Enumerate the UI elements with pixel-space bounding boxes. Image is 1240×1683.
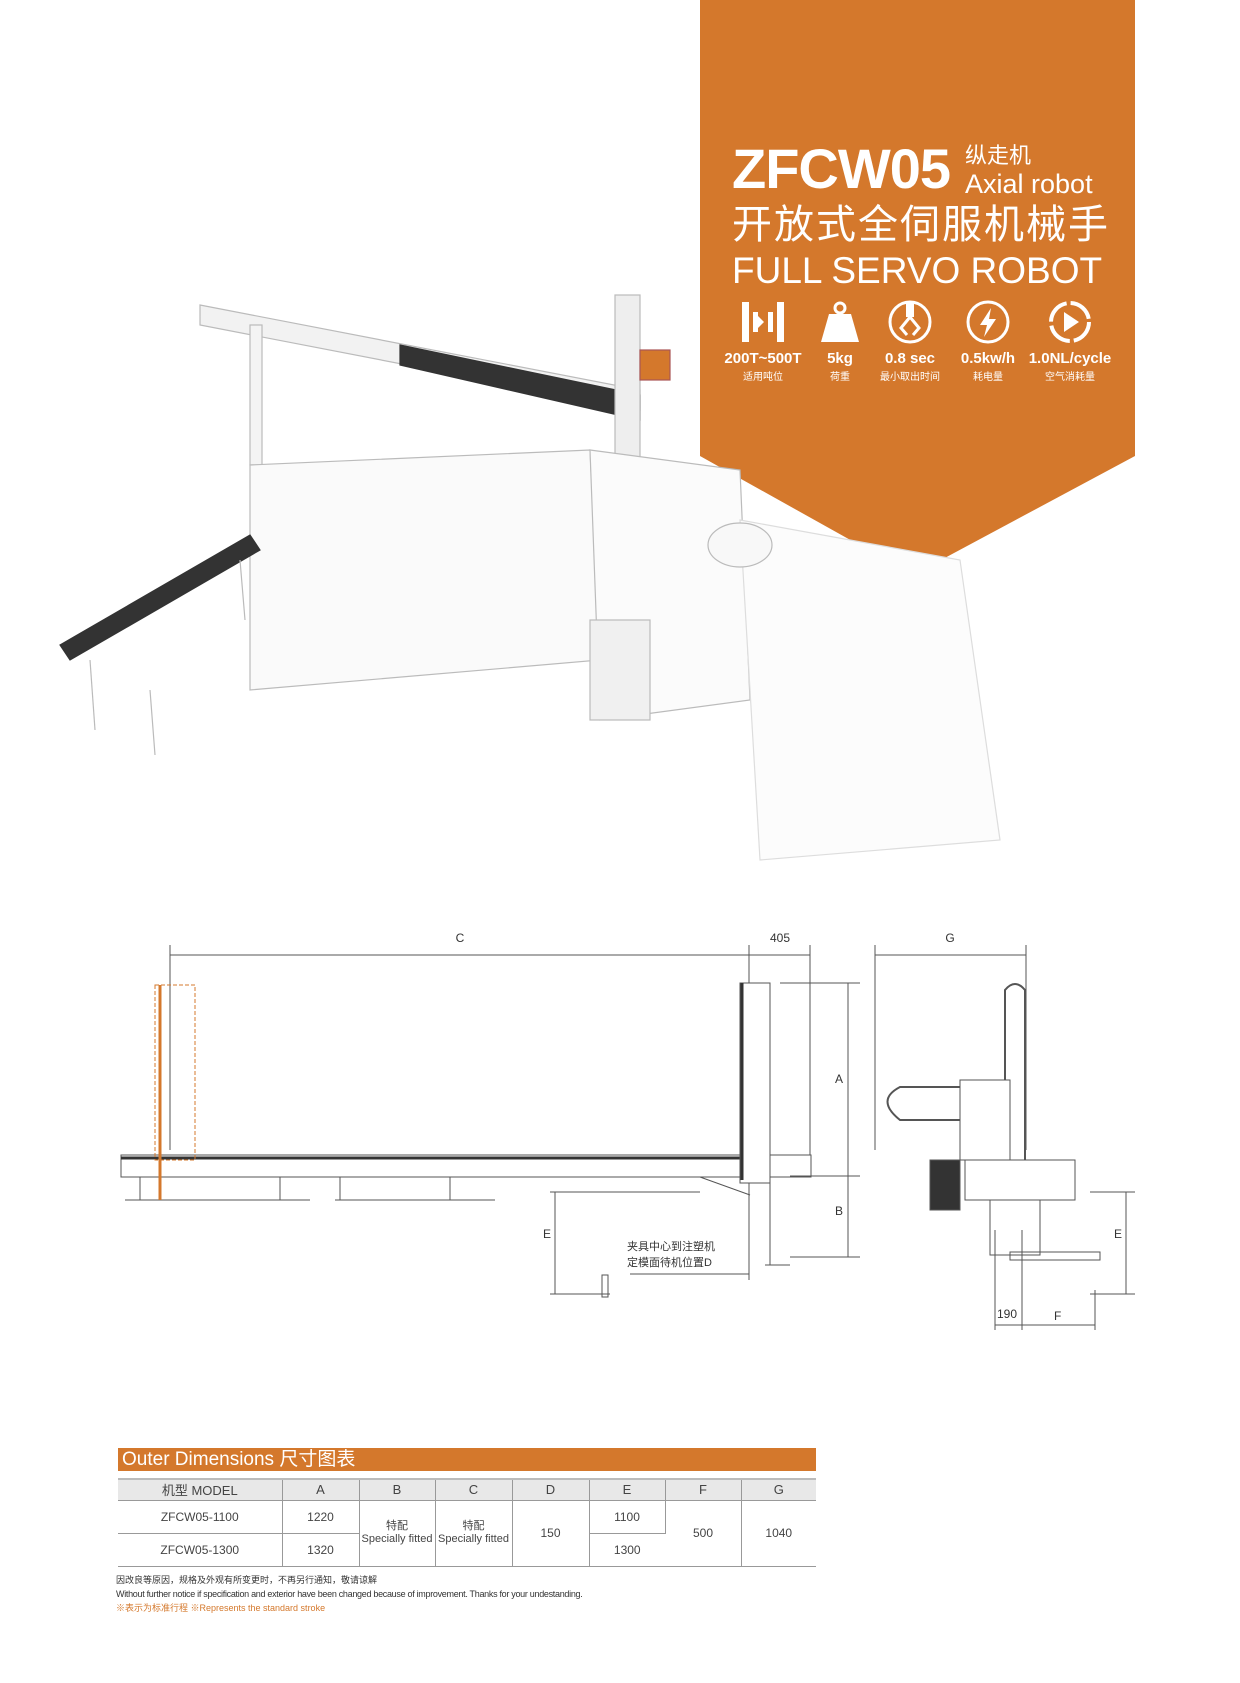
cell-d: 150 (512, 1500, 590, 1566)
model-title: ZFCW05 (732, 137, 951, 200)
table-header-row: 机型 MODEL A B C D E F G (118, 1479, 816, 1500)
col-header-a: A (282, 1479, 360, 1500)
spec-value: 5kg (827, 350, 853, 367)
spec-label: 空气消耗量 (1045, 372, 1095, 383)
robot-render (59, 294, 1001, 861)
dim-190-label: 190 (997, 1307, 1017, 1321)
spec-tonnage: 200T~500T 适用吨位 (715, 300, 811, 383)
col-header-b: B (359, 1479, 436, 1500)
spec-load: 5kg 荷重 (792, 300, 888, 383)
col-header-d: D (512, 1479, 590, 1500)
dimensions-table: 机型 MODEL A B C D E F G ZFCW05-1100 1220 … (118, 1478, 816, 1567)
spec-label: 耗电量 (973, 372, 1003, 383)
col-header-c: C (435, 1479, 513, 1500)
cell-model: ZFCW05-1300 (118, 1533, 283, 1566)
dim-b-label: B (835, 1204, 843, 1218)
orange-banner (700, 0, 1135, 575)
col-header-f: F (665, 1479, 742, 1500)
col-header-e: E (589, 1479, 666, 1500)
tonnage-icon (742, 302, 784, 342)
spec-power: 0.5kw/h 耗电量 (940, 300, 1036, 383)
front-view (120, 945, 860, 1298)
cell-c-en: Specially fitted (438, 1533, 509, 1545)
cell-a: 1320 (282, 1533, 360, 1566)
lightning-icon (966, 300, 1010, 344)
cell-g: 1040 (765, 1526, 793, 1540)
col-header-model: 机型 MODEL (118, 1479, 283, 1500)
dim-e-left-label: E (543, 1227, 551, 1241)
cell-b-cn: 特配 (386, 1520, 408, 1532)
dim-405-label: 405 (770, 931, 790, 945)
air-cycle-icon (1049, 301, 1091, 343)
dim-e-right-label: E (1114, 1227, 1122, 1241)
cell-e: 1100 (589, 1500, 666, 1533)
spec-cycle-time: 0.8 sec 最小取出时间 (862, 300, 958, 383)
spec-label: 最小取出时间 (880, 372, 940, 383)
spec-air: 1.0NL/cycle 空气消耗量 (1022, 300, 1118, 383)
note-en: Without further notice if specification … (116, 1589, 583, 1599)
cell-b-en: Specially fitted (361, 1533, 433, 1545)
dim-a-label: A (835, 1072, 843, 1086)
gripper-icon (888, 300, 932, 344)
spec-value: 1.0NL/cycle (1028, 350, 1112, 367)
spec-label: 荷重 (830, 372, 850, 383)
cell-model: ZFCW05-1100 (118, 1500, 283, 1533)
type-en: Axial robot (965, 169, 1093, 199)
cell-e: 1300 (613, 1542, 641, 1557)
note-cn: 因改良等原因，规格及外观有所变更时，不再另行通知，敬请谅解 (116, 1575, 378, 1585)
table-title: Outer Dimensions 尺寸图表 (118, 1448, 816, 1471)
table-row: ZFCW05-1300 1320 1300 (118, 1533, 816, 1566)
dim-f-label: F (1054, 1309, 1061, 1323)
spec-label: 适用吨位 (743, 372, 783, 383)
weight-icon (821, 301, 859, 342)
standby-note-1: 夹具中心到注塑机 (627, 1239, 715, 1253)
side-view (874, 945, 1135, 1330)
subtitle-en: FULL SERVO ROBOT (732, 250, 1103, 291)
col-header-g: G (773, 1482, 784, 1498)
dim-g-label: G (945, 931, 954, 945)
standby-note-2: 定模面待机位置D (627, 1255, 712, 1269)
dim-c-label: C (456, 931, 465, 945)
note-stroke: ※表示为标准行程 ※Represents the standard stroke (116, 1603, 326, 1613)
spec-value: 200T~500T (724, 350, 802, 367)
cell-c-cn: 特配 (462, 1520, 485, 1532)
subtitle-cn: 开放式全伺服机械手 (732, 203, 1110, 247)
cell-a: 1220 (282, 1500, 360, 1533)
cell-f: 500 (665, 1500, 742, 1566)
spec-value: 0.8 sec (884, 350, 936, 367)
spec-value: 0.5kw/h (960, 350, 1016, 367)
type-cn: 纵走机 (965, 143, 1032, 168)
